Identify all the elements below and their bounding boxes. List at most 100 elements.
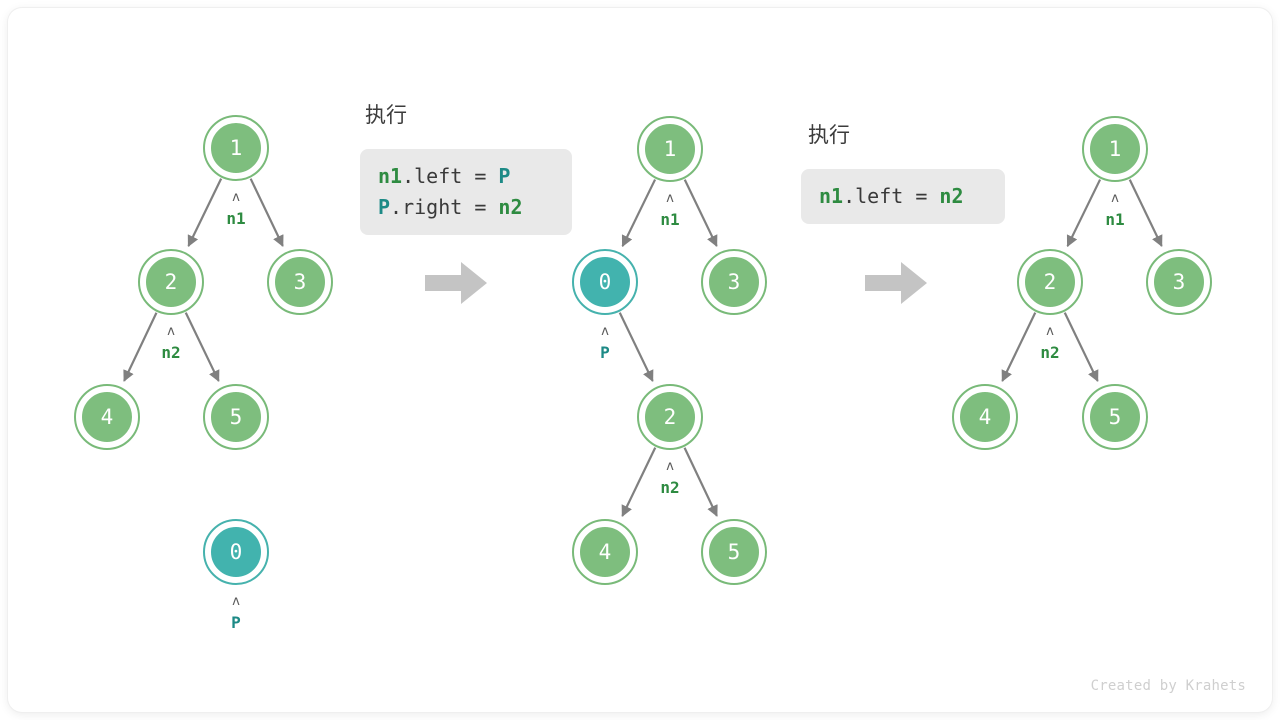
code-token: .right =: [390, 195, 499, 219]
pointer-name: n1: [1105, 210, 1125, 229]
tree-node-5: 5: [701, 519, 767, 585]
tree-node-3: 3: [1146, 249, 1212, 315]
node-disc: [1087, 389, 1143, 445]
node-outer-ring: [572, 519, 638, 585]
node-outer-ring: [952, 384, 1018, 450]
node-outer-ring: [203, 384, 269, 450]
pointer-name: P: [600, 343, 610, 362]
node-disc: [79, 389, 135, 445]
node-value: 5: [727, 539, 741, 564]
node-outer-ring: [637, 384, 703, 450]
transition-arrow-icon: [863, 260, 929, 310]
node-disc: [706, 524, 762, 580]
node-disc: [577, 524, 633, 580]
code-token: n2: [939, 184, 964, 208]
tree-node-2: 2: [637, 384, 703, 450]
node-disc: [208, 389, 264, 445]
caret-icon: ʌ: [1046, 324, 1054, 339]
pointer-label-n2: ʌ n2: [1020, 324, 1080, 363]
pointer-name: P: [231, 613, 241, 632]
node-outer-ring: [572, 249, 638, 315]
node-value: 0: [229, 539, 243, 564]
node-outer-ring: [203, 115, 269, 181]
step-2-caption: 执行: [365, 103, 407, 127]
tree-node-5: 5: [203, 384, 269, 450]
code-block-assign-n2: n1.left = n2: [801, 169, 1005, 224]
node-value: 1: [663, 136, 677, 161]
code-token: .left =: [402, 164, 499, 188]
node-value: 5: [1108, 404, 1122, 429]
tree-node-5: 5: [1082, 384, 1148, 450]
node-value: 3: [293, 269, 307, 294]
tree-node-3: 3: [701, 249, 767, 315]
caret-icon: ʌ: [666, 459, 674, 474]
pointer-name: n2: [1040, 343, 1060, 362]
node-disc: [706, 254, 762, 310]
tree-node-3: 3: [267, 249, 333, 315]
code-token: .left =: [843, 184, 940, 208]
node-value: 0: [598, 269, 612, 294]
node-outer-ring: [701, 249, 767, 315]
tree-node-4: 4: [572, 519, 638, 585]
credit-footer: Created by Krahets: [1090, 678, 1246, 694]
node-disc: [143, 254, 199, 310]
code-line: P.right = n2: [378, 192, 554, 223]
node-value: 5: [229, 404, 243, 429]
node-value: 4: [100, 404, 114, 429]
code-line: n1.left = P: [378, 161, 554, 192]
node-value: 3: [727, 269, 741, 294]
caret-icon: ʌ: [232, 190, 240, 205]
transition-arrow-icon: [423, 260, 489, 310]
node-disc: [1022, 254, 1078, 310]
caret-icon: ʌ: [167, 324, 175, 339]
node-outer-ring: [138, 249, 204, 315]
node-disc: [208, 524, 264, 580]
pointer-name: n2: [161, 343, 181, 362]
code-token: P: [498, 164, 511, 188]
node-value: 4: [978, 404, 992, 429]
node-value: 2: [1043, 269, 1057, 294]
node-outer-ring: [701, 519, 767, 585]
tree-node-1: 1: [637, 116, 703, 182]
pointer-label-n1: ʌ n1: [1085, 191, 1145, 230]
node-disc: [1151, 254, 1207, 310]
tree-node-1: 1: [1082, 116, 1148, 182]
node-value: 2: [663, 404, 677, 429]
code-token: n1: [378, 164, 403, 188]
node-disc: [1087, 121, 1143, 177]
node-outer-ring: [74, 384, 140, 450]
node-value: 4: [598, 539, 612, 564]
tree-node-0: 0: [203, 519, 269, 585]
node-disc: [642, 121, 698, 177]
code-line: n1.left = n2: [819, 181, 987, 212]
node-disc: [642, 389, 698, 445]
tree-node-1: 1: [203, 115, 269, 181]
tree-node-4: 4: [74, 384, 140, 450]
node-outer-ring: [1146, 249, 1212, 315]
code-token: n1: [819, 184, 844, 208]
node-outer-ring: [1082, 384, 1148, 450]
caret-icon: ʌ: [1111, 191, 1119, 206]
node-value: 2: [164, 269, 178, 294]
node-value: 1: [1108, 136, 1122, 161]
tree-node-4: 4: [952, 384, 1018, 450]
caret-icon: ʌ: [232, 594, 240, 609]
node-disc: [208, 120, 264, 176]
code-token: P: [378, 195, 391, 219]
node-outer-ring: [203, 519, 269, 585]
node-outer-ring: [1082, 116, 1148, 182]
step-3-caption: 执行: [808, 123, 850, 147]
node-outer-ring: [1017, 249, 1083, 315]
tree-node-0: 0: [572, 249, 638, 315]
caret-icon: ʌ: [666, 191, 674, 206]
node-value: 3: [1172, 269, 1186, 294]
node-outer-ring: [267, 249, 333, 315]
